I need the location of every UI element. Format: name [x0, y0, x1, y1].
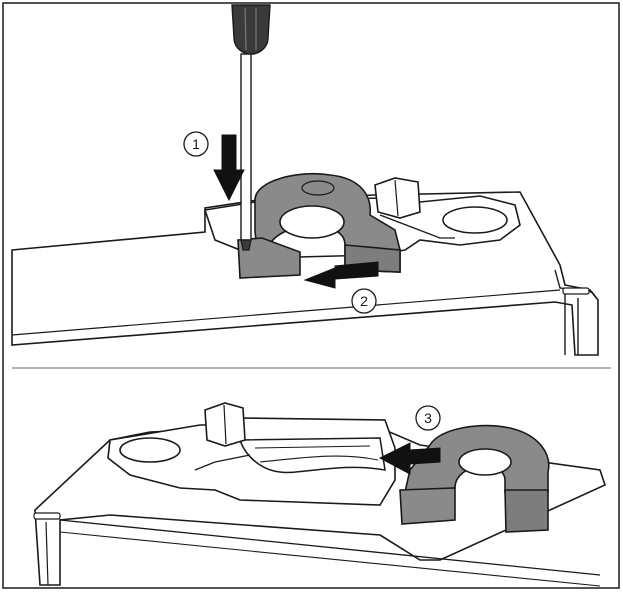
u-clip-bottom-hole	[458, 448, 512, 476]
step-number-3: 3	[424, 410, 432, 426]
bottom-panel: 3	[33, 402, 606, 587]
u-clip-bottom-leg-right	[504, 489, 549, 533]
screwdriver-shaft	[240, 53, 252, 241]
step-marker-2: 2	[351, 288, 377, 314]
screwdriver-handle	[231, 4, 271, 55]
u-clip-top-hole-shadow	[301, 180, 335, 196]
bracket-rail-bottom	[194, 454, 251, 471]
corner-leg-line	[45, 521, 49, 586]
step-marker-3: 3	[415, 405, 441, 431]
corner-slot	[562, 287, 590, 295]
bracket-tab-edge	[394, 179, 399, 217]
u-clip-front-left	[237, 237, 301, 279]
bracket-hole-right	[442, 206, 508, 234]
bracket-rail	[379, 214, 455, 239]
arrow-left-step-3	[378, 442, 441, 475]
corner-slot-bottom	[33, 512, 61, 520]
screwdriver-grip-line	[244, 7, 247, 51]
bracket-tab-bottom-edge	[223, 404, 227, 445]
screwdriver	[231, 4, 271, 251]
plate-edge-line	[11, 289, 561, 336]
slot-inner-edge	[254, 445, 379, 463]
u-clip-bottom-leg-left	[399, 487, 456, 525]
screwdriver-tip	[240, 239, 252, 251]
u-clip-hole	[279, 205, 345, 239]
top-panel: 1 2	[11, 4, 599, 356]
step-marker-1: 1	[183, 131, 209, 157]
step-number-1: 1	[192, 136, 200, 152]
bracket-hole-left	[119, 437, 181, 463]
plate-front-edge-2	[59, 531, 601, 587]
step-number-2: 2	[360, 293, 368, 309]
arrow-left-step-2	[303, 261, 379, 289]
plate-front-edge	[59, 519, 601, 576]
arrow-down-step-1	[213, 134, 245, 202]
bracket-tab	[374, 177, 421, 219]
